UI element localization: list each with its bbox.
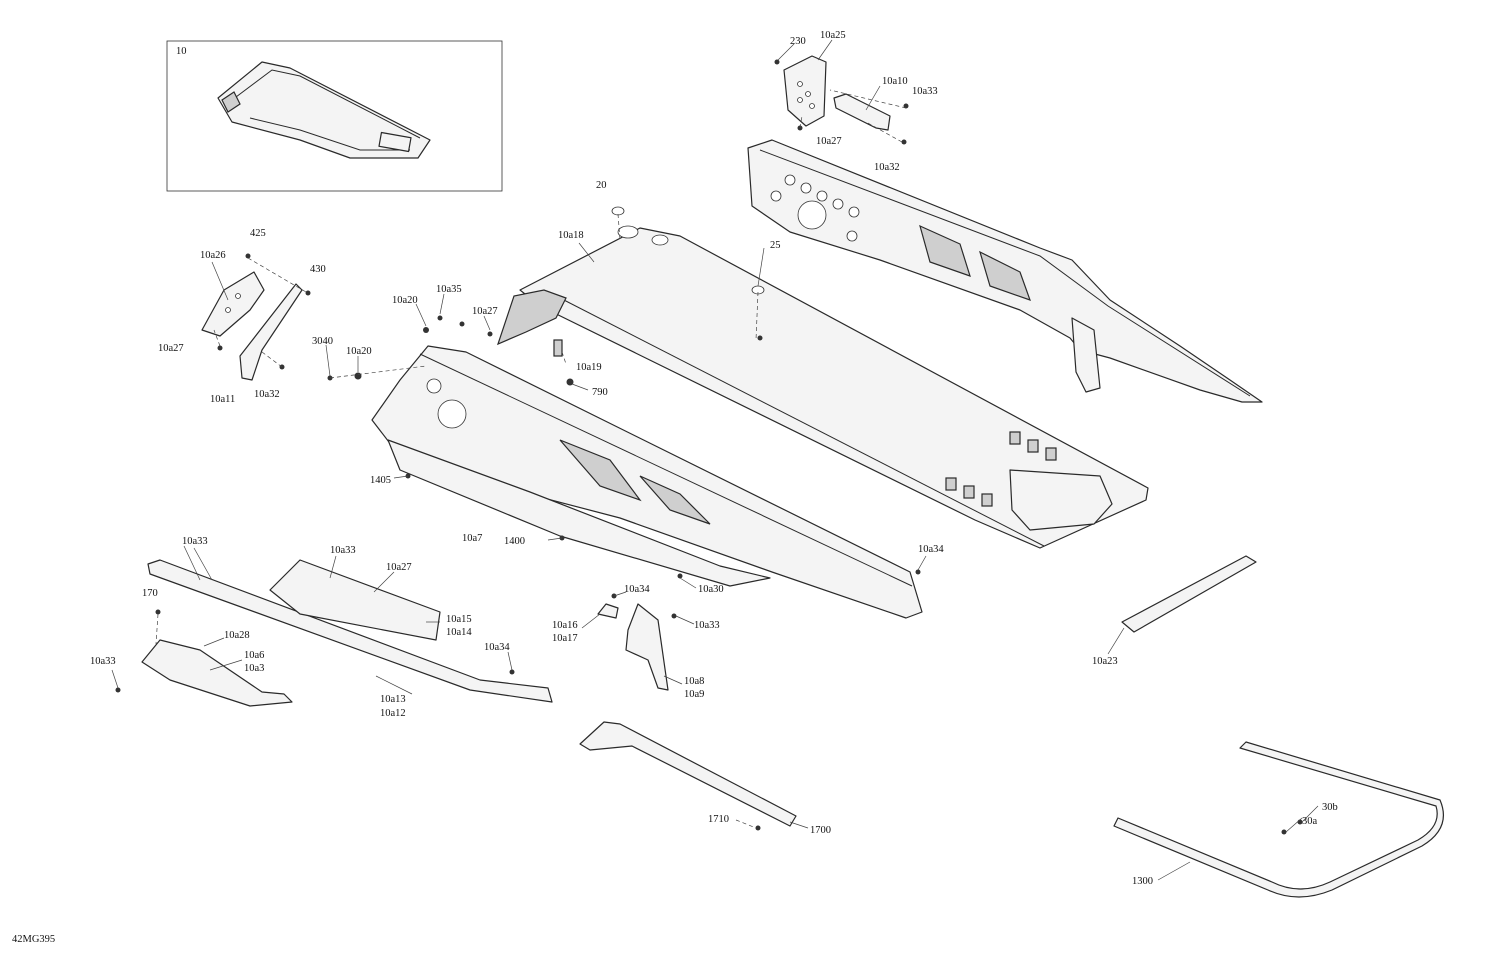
inset-assembly-view <box>166 40 503 192</box>
label-10a30: 10a30 <box>698 584 724 595</box>
label-10a15: 10a15 <box>446 614 472 625</box>
label-25: 25 <box>770 240 781 251</box>
bracket-10a11 <box>239 283 303 381</box>
bracket-10a28 <box>141 639 293 707</box>
label-10a33-far: 10a33 <box>90 656 116 667</box>
label-10a32-left: 10a32 <box>254 389 280 400</box>
label-10a25: 10a25 <box>820 30 846 41</box>
label-10a14: 10a14 <box>446 627 472 638</box>
label-790: 790 <box>592 387 608 398</box>
label-1710: 1710 <box>708 814 729 825</box>
fasteners <box>115 59 1303 835</box>
label-10a32-top: 10a32 <box>874 162 900 173</box>
bracket-10a16 <box>597 603 619 619</box>
label-10a27-b: 10a27 <box>386 562 412 573</box>
label-10a7: 10a7 <box>462 533 482 544</box>
label-20: 20 <box>596 180 607 191</box>
callout-labels: 10 230 10a25 10a10 10a33 10a27 10a32 20 … <box>12 30 1338 945</box>
support-10a8 <box>625 603 669 691</box>
label-10a12: 10a12 <box>380 708 406 719</box>
plate-10a10 <box>833 93 891 131</box>
label-1700: 1700 <box>810 825 831 836</box>
label-430: 430 <box>310 264 326 275</box>
label-10a8: 10a8 <box>684 676 704 687</box>
label-3040: 3040 <box>312 336 333 347</box>
label-10a13: 10a13 <box>380 694 406 705</box>
label-10a20-top: 10a20 <box>392 295 418 306</box>
label-10a16: 10a16 <box>552 620 578 631</box>
label-1300: 1300 <box>1132 876 1153 887</box>
tunnel-deck-10a18 <box>497 225 1149 549</box>
label-170: 170 <box>142 588 158 599</box>
label-1405: 1405 <box>370 475 391 486</box>
support-10a15 <box>269 559 441 641</box>
bracket-10a25 <box>783 55 827 127</box>
label-10a11: 10a11 <box>210 394 235 405</box>
label-10a34-right: 10a34 <box>918 544 944 555</box>
label-10a34-c: 10a34 <box>624 584 650 595</box>
label-10a28: 10a28 <box>224 630 250 641</box>
label-10a27-top: 10a27 <box>816 136 842 147</box>
label-30a: 30a <box>1302 816 1318 827</box>
label-10a23: 10a23 <box>1092 656 1118 667</box>
bumper-1300 <box>1113 741 1444 898</box>
label-10a27-mid: 10a27 <box>472 306 498 317</box>
label-10a17: 10a17 <box>552 633 578 644</box>
bracket-10a26 <box>201 271 265 337</box>
rail-1700 <box>579 721 797 827</box>
label-10a34-b: 10a34 <box>484 642 510 653</box>
label-10a33-c: 10a33 <box>694 620 720 631</box>
label-10a26: 10a26 <box>200 250 226 261</box>
running-board-10a13 <box>147 559 553 703</box>
label-10a20-mid: 10a20 <box>346 346 372 357</box>
label-10a18: 10a18 <box>558 230 584 241</box>
leader-lines <box>111 39 1319 881</box>
label-10a33-bl: 10a33 <box>182 536 208 547</box>
right-side-panel <box>747 139 1263 403</box>
label-10a10: 10a10 <box>882 76 908 87</box>
label-425: 425 <box>250 228 266 239</box>
label-30b: 30b <box>1322 802 1338 813</box>
drawing-code: 42MG395 <box>12 934 55 945</box>
label-230: 230 <box>790 36 806 47</box>
label-10: 10 <box>176 46 187 57</box>
label-10a9: 10a9 <box>684 689 704 700</box>
label-10a33-top: 10a33 <box>912 86 938 97</box>
label-10a27-left: 10a27 <box>158 343 184 354</box>
label-10a33-b2: 10a33 <box>330 545 356 556</box>
label-10a6: 10a6 <box>244 650 264 661</box>
label-10a3: 10a3 <box>244 663 264 674</box>
label-10a19: 10a19 <box>576 362 602 373</box>
rear-rail-10a23 <box>1121 555 1257 633</box>
left-side-panel <box>371 345 923 619</box>
label-1400: 1400 <box>504 536 525 547</box>
label-10a35: 10a35 <box>436 284 462 295</box>
